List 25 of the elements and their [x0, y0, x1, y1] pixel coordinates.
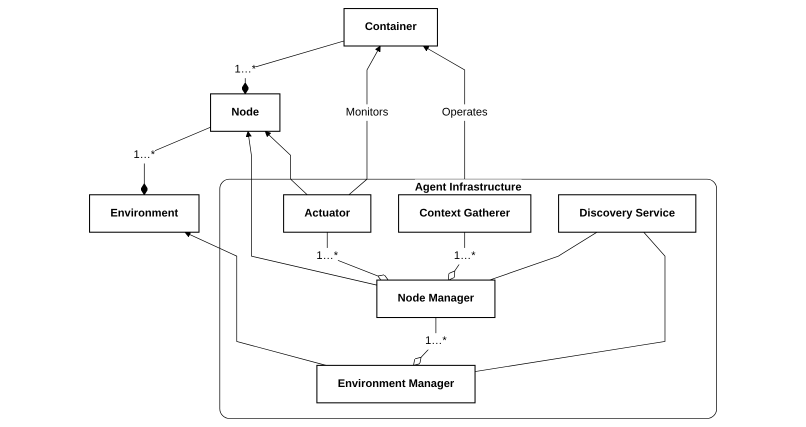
edge-label: 1…*: [234, 64, 256, 76]
arrow: [264, 131, 308, 196]
edge-label: 1…*: [133, 148, 155, 161]
arrow: [246, 131, 378, 286]
node-box: Discovery Service: [558, 194, 696, 233]
node-box: Node: [210, 93, 280, 132]
arrow: [348, 46, 380, 196]
node-box: Environment: [88, 194, 200, 233]
connector: [326, 232, 388, 282]
connector: [241, 40, 344, 94]
edge-label: Operates: [442, 106, 488, 118]
edge-label: 1…*: [425, 335, 447, 347]
connector: [140, 126, 211, 196]
node-box: Context Gatherer: [398, 194, 532, 233]
edge-label: 1…*: [454, 250, 476, 262]
connector: [413, 317, 436, 366]
node-box: Node Manager: [376, 280, 496, 318]
connector: [448, 232, 465, 280]
node-box: Actuator: [283, 194, 372, 233]
node-box: Environment Manager: [316, 364, 476, 404]
connector: [474, 232, 666, 372]
edge-label: 1…*: [316, 250, 338, 262]
node-box: Container: [343, 8, 438, 47]
edge-label: Monitors: [346, 106, 388, 118]
connector: [489, 232, 598, 280]
